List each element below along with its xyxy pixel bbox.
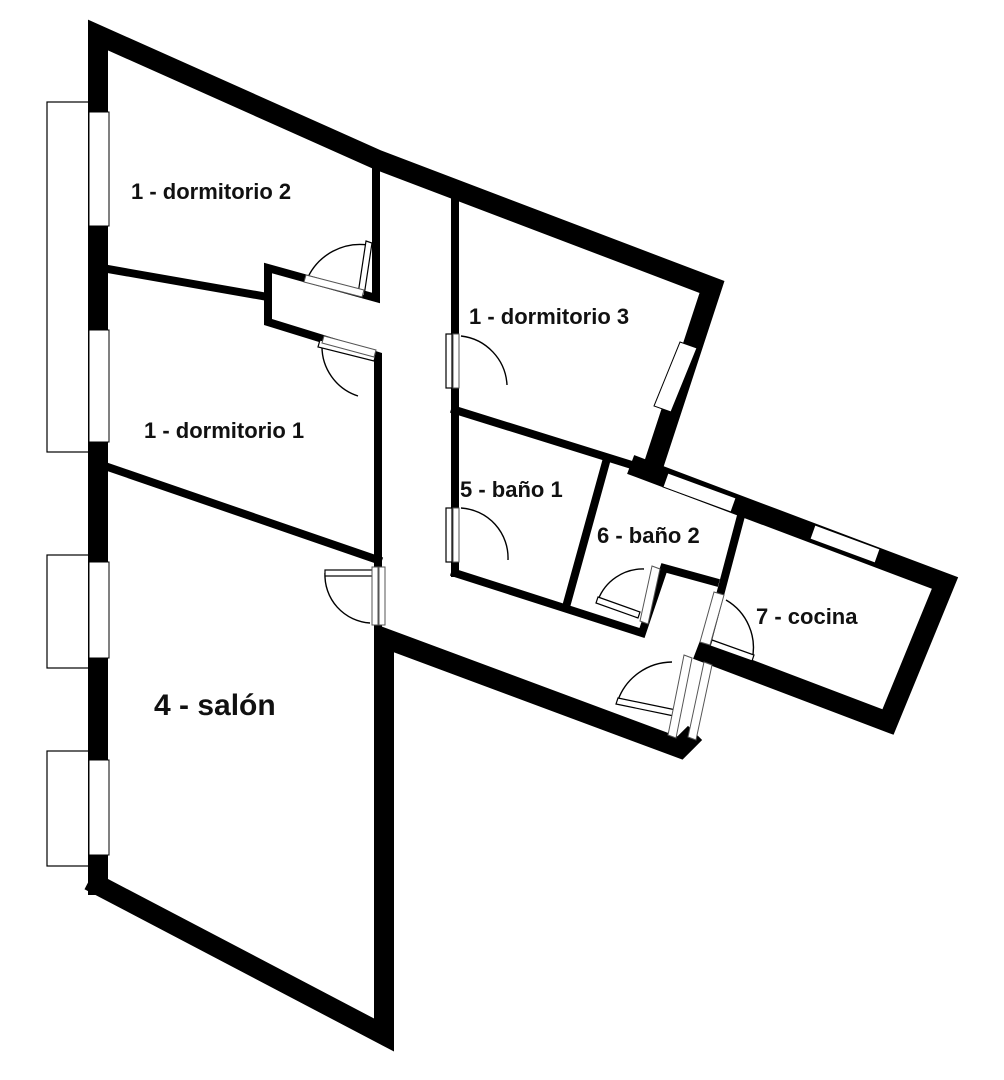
doors [303,240,755,741]
wall-bano1-bano2 [561,457,611,612]
window-west-1 [88,111,110,227]
wall-dorm2-dorm1 [97,263,267,301]
door-dormitorio-3 [445,333,508,389]
wall-dorm1-salon [96,459,384,566]
wall-dorm3-bano1 [449,404,654,476]
label-dormitorio-2: 1 - dormitorio 2 [131,179,291,204]
window-cocina [809,524,881,564]
window-west-4 [88,759,110,856]
interior-walls [96,154,747,653]
door-cocina [699,591,755,662]
door-salon [324,566,386,626]
wall-dorm2-hall [264,154,382,629]
room-labels: 1 - dormitorio 2 1 - dormitorio 1 1 - do… [131,179,858,722]
label-cocina: 7 - cocina [756,604,858,629]
label-salon: 4 - salón [154,689,276,722]
window-west-2 [88,329,110,443]
label-dormitorio-1: 1 - dormitorio 1 [144,418,304,443]
label-dormitorio-3: 1 - dormitorio 3 [469,304,629,329]
door-entrance [615,654,713,741]
door-dormitorio-1 [317,335,377,397]
door-bano-2 [595,565,661,625]
window-west-3 [88,561,110,659]
outer-wall-south-hall [84,623,703,1052]
door-bano-1 [445,507,509,563]
window-dormitorio-3 [653,341,698,413]
label-bano-1: 5 - baño 1 [460,477,563,502]
label-bano-2: 6 - baño 2 [597,523,700,548]
wall-bano1-bottom [449,563,720,639]
outer-wall-kitchen-north [627,455,959,735]
window-passage [662,472,737,513]
door-dormitorio-2 [303,240,373,298]
wall-windows [88,111,881,856]
